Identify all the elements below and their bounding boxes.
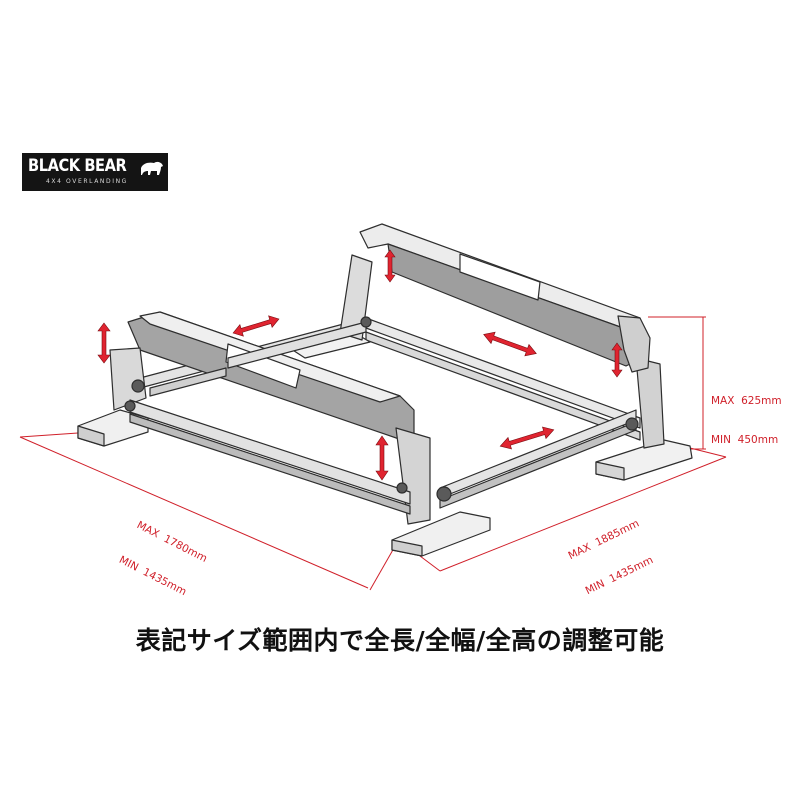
- bear-icon: [141, 161, 163, 175]
- caption: 表記サイズ範囲内で全長/全幅/全高の調整可能: [135, 626, 665, 655]
- width-arrow-middle: [483, 331, 537, 357]
- length-min: MIN 1435mm: [117, 553, 189, 599]
- rack-frame: [77, 223, 693, 557]
- length-max: MAX 1780mm: [134, 519, 210, 565]
- brand-logo-name: BLACK BEAR: [28, 156, 127, 176]
- height-arrow-front-right: [375, 435, 389, 481]
- width-arrow-front: [499, 426, 555, 450]
- height-arrow-front-left: [97, 322, 111, 364]
- brand-logo: BLACK BEAR 4X4 OVERLANDING: [22, 153, 168, 191]
- length-arrow-back: [232, 315, 280, 337]
- width-min: MIN 1435mm: [583, 554, 656, 598]
- height-max: MAX 625mm: [711, 395, 782, 407]
- height-arrow-back: [384, 249, 396, 283]
- brand-logo-tagline: 4X4 OVERLANDING: [46, 178, 128, 185]
- height-min: MIN 450mm: [711, 434, 779, 446]
- height-dimension-label: MAX 625mm MIN 450mm: [711, 369, 782, 473]
- height-arrow-right: [611, 342, 623, 378]
- width-max: MAX 1885mm: [566, 517, 642, 563]
- dimension-lines: [19, 316, 727, 591]
- adjustment-arrows: [97, 249, 623, 481]
